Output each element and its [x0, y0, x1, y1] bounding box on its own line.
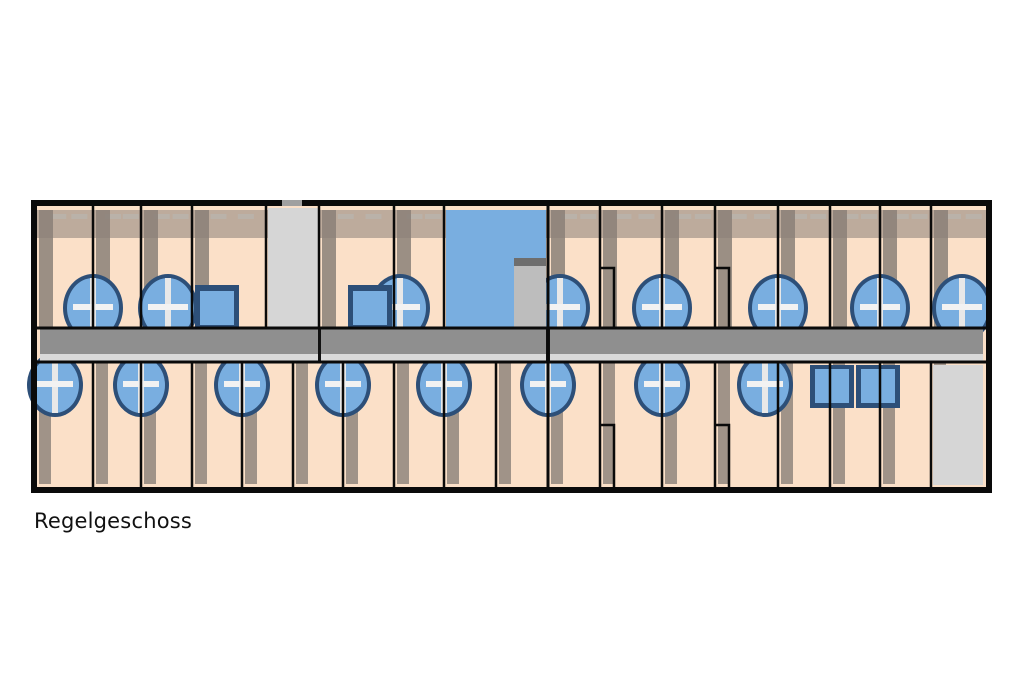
room-shadow-top — [322, 210, 336, 328]
bathroom-pod-box-bottom-glass — [861, 369, 895, 403]
room-shadow-bottom — [603, 362, 615, 484]
corridor-divider-west — [318, 328, 321, 362]
room-shadow-bottom — [499, 362, 511, 484]
bathroom-pod-top-fixture — [942, 304, 982, 310]
room-shadow-top — [833, 210, 847, 328]
entrance-mark — [282, 200, 302, 206]
stepped-wall — [715, 266, 731, 328]
stepped-wall — [600, 423, 616, 488]
stair-core-west — [268, 208, 318, 328]
corridor-layer — [40, 328, 983, 362]
plan-caption: Regelgeschoss — [34, 509, 193, 533]
room-shadow-bottom — [397, 362, 409, 484]
bathroom-pod-top-fixture — [380, 304, 420, 310]
stepped-wall — [715, 423, 731, 488]
room-shadow-top — [39, 210, 53, 328]
bathroom-pod-box-top-glass — [353, 291, 387, 325]
room-shadow-bottom — [96, 362, 108, 484]
corridor-edge — [40, 354, 983, 362]
stair-landing — [514, 258, 546, 266]
walls-layer — [31, 200, 992, 493]
bathroom-pod-bottom-fixture — [37, 381, 73, 387]
room-shadow-bottom — [296, 362, 308, 484]
room-shadow-bottom — [718, 362, 730, 484]
stair-core-east — [933, 365, 983, 485]
room-shadow-bottom — [195, 362, 207, 484]
bathroom-pod-bottom-fixture — [747, 381, 783, 387]
bathroom-pod-top-fixture — [148, 304, 188, 310]
bathroom-pod-box-bottom-glass — [815, 369, 849, 403]
outer-wall — [31, 200, 992, 493]
bathroom-pod-box-top-glass — [200, 291, 234, 325]
circulation-core-layer — [268, 208, 983, 485]
bathroom-pod-top-fixture — [540, 304, 580, 310]
stepped-wall — [600, 266, 616, 328]
